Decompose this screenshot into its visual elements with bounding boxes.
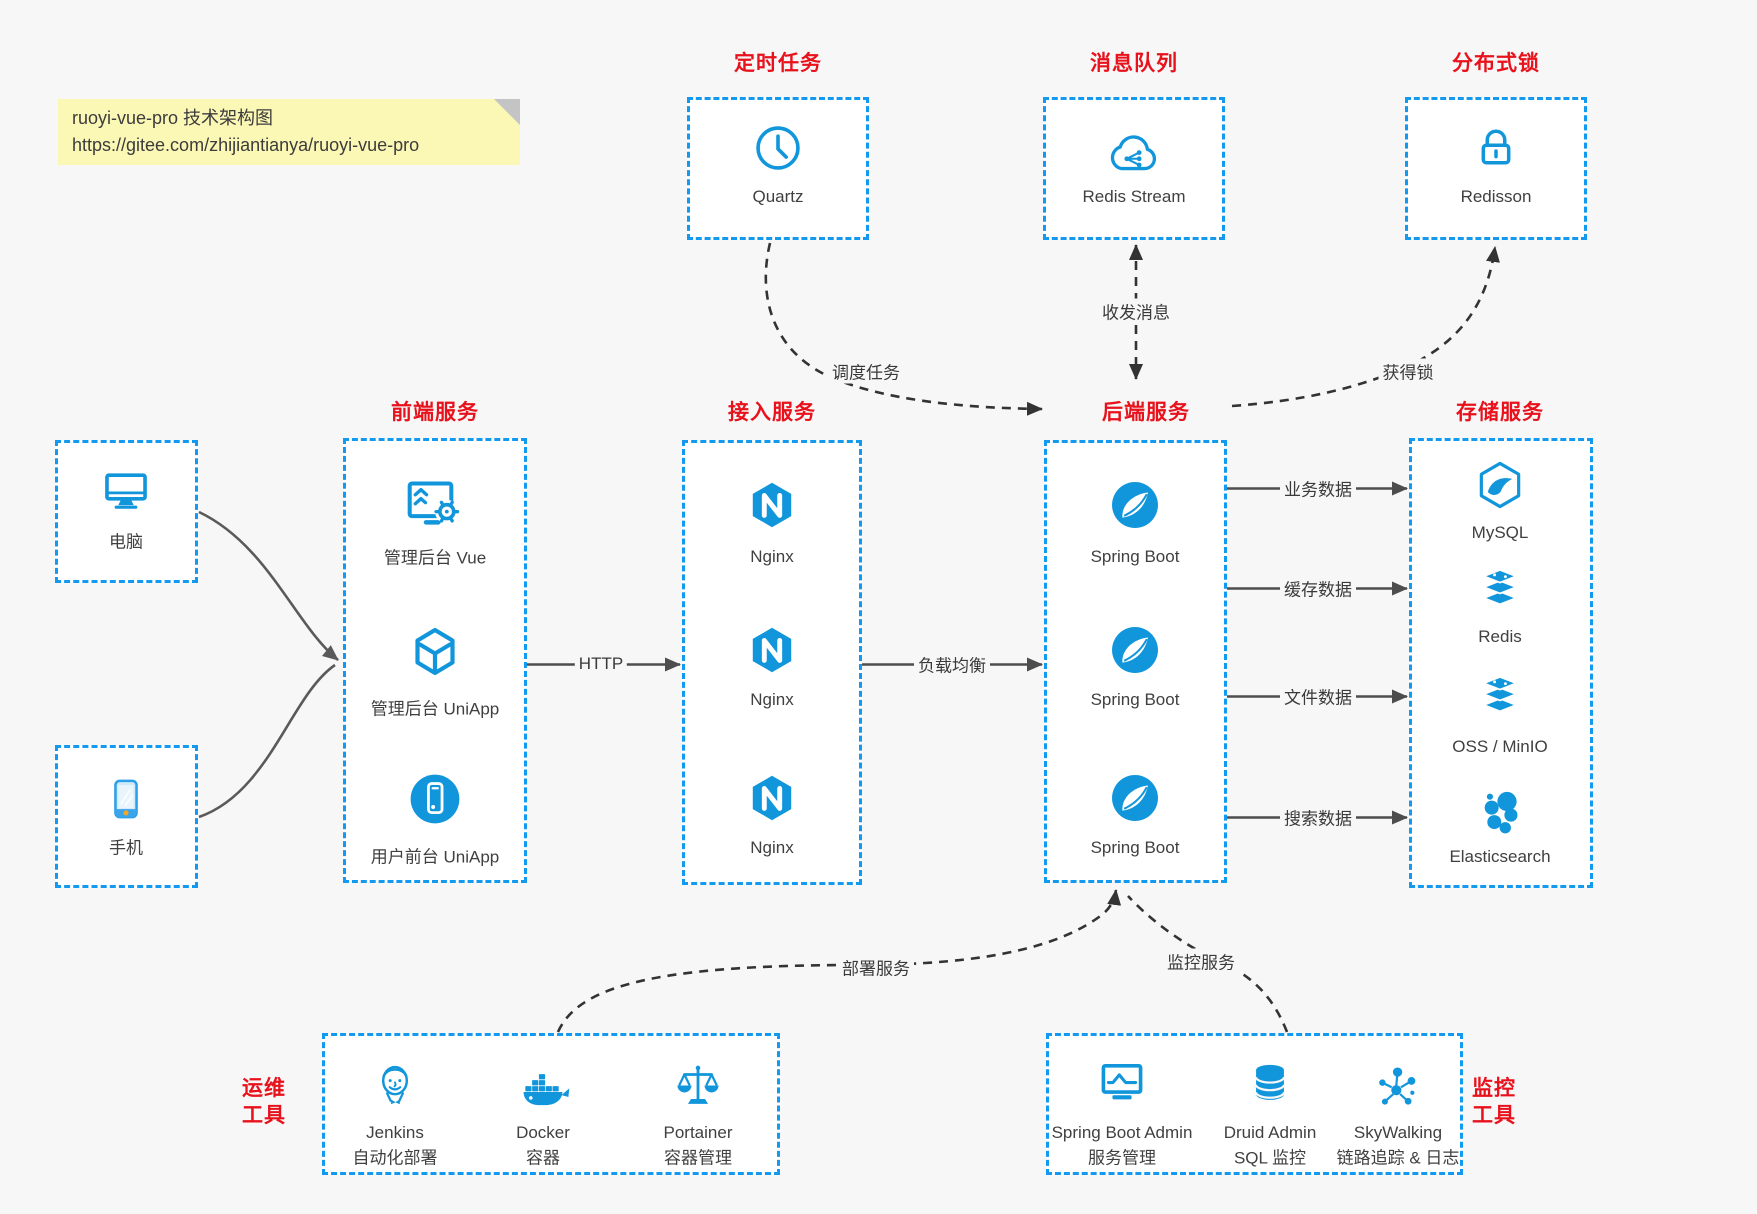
node-label-docker: Docker	[516, 1123, 570, 1142]
uniapp-cube-icon	[403, 620, 467, 684]
cloud-stream-icon	[1101, 123, 1167, 177]
node-sublabel-spring-boot-admin: 服务管理	[1088, 1148, 1156, 1168]
node-label-user-uniapp: 用户前台 UniApp	[370, 847, 500, 867]
node-label-oss-minio: OSS / MinIO	[1452, 737, 1548, 756]
edge-deploy-services	[556, 889, 1122, 1033]
node-sublabel-portainer: 容器管理	[664, 1148, 732, 1168]
group-title-monitor-tools: 监控 工具	[1472, 1077, 1516, 1127]
edge-label-business-data: 业务数据	[1280, 475, 1356, 501]
nginx-icon	[743, 476, 801, 534]
group-box-redisson	[1405, 97, 1587, 240]
edge-label-lock: 获得锁	[1378, 358, 1438, 384]
group-box-storage	[1409, 438, 1593, 888]
node-label-mobile: 手机	[109, 838, 143, 858]
edge-label-schedule: 调度任务	[828, 358, 904, 384]
node-label-pc: 电脑	[109, 532, 143, 552]
edge-schedule-jobs	[764, 242, 1043, 416]
edge-label-messages: 收发消息	[1098, 298, 1174, 324]
node-label-admin-vue: 管理后台 Vue	[383, 548, 487, 568]
note-fold-corner	[494, 99, 520, 125]
node-label-nginx-1: Nginx	[750, 547, 794, 566]
edge-label-http: HTTP	[574, 654, 628, 674]
group-title-scheduled-jobs: 定时任务	[734, 52, 822, 75]
boot-admin-icon	[1093, 1054, 1151, 1112]
node-label-spring-boot-3: Spring Boot	[1090, 838, 1180, 857]
note-line-url: https://gitee.com/zhijiantianya/ruoyi-vu…	[72, 135, 420, 155]
clock-icon	[749, 119, 807, 177]
admin-vue-icon	[399, 470, 471, 542]
sticky-note: ruoyi-vue-pro 技术架构图 https://gitee.com/zh…	[58, 99, 520, 165]
node-label-druid-admin: Druid Admin	[1223, 1123, 1317, 1142]
node-label-redisson: Redisson	[1460, 187, 1532, 206]
nginx-icon	[743, 769, 801, 827]
node-label-spring-boot-admin: Spring Boot Admin	[1051, 1123, 1193, 1142]
node-label-spring-boot-1: Spring Boot	[1090, 547, 1180, 566]
spring-boot-icon	[1105, 620, 1165, 680]
druid-icon	[1243, 1056, 1297, 1110]
lock-icon	[1468, 119, 1524, 175]
node-label-mysql: MySQL	[1471, 523, 1529, 542]
edge-clients-to-frontend	[198, 510, 339, 819]
edge-label-deploy: 部署服务	[838, 954, 914, 980]
smartphone-icon	[99, 772, 153, 826]
edge-acquire-lock	[1231, 246, 1500, 408]
node-label-jenkins: Jenkins	[366, 1123, 424, 1142]
node-label-admin-uniapp: 管理后台 UniApp	[370, 699, 500, 719]
node-sublabel-docker: 容器	[526, 1148, 560, 1168]
group-title-ops-tools: 运维 工具	[242, 1077, 286, 1127]
nginx-icon	[743, 621, 801, 679]
edge-label-search-data: 搜索数据	[1280, 804, 1356, 830]
group-title-backend: 后端服务	[1102, 401, 1190, 424]
group-title-access: 接入服务	[728, 401, 816, 424]
group-title-frontend: 前端服务	[391, 401, 479, 424]
desktop-icon	[97, 463, 155, 521]
portainer-icon	[670, 1057, 726, 1113]
redis-stack-icon	[1471, 559, 1529, 617]
group-title-message-queue: 消息队列	[1090, 52, 1178, 75]
edge-label-monitor: 监控服务	[1163, 948, 1239, 974]
node-label-spring-boot-2: Spring Boot	[1090, 690, 1180, 709]
note-line-title: ruoyi-vue-pro 技术架构图	[72, 108, 274, 128]
redis-stack-icon	[1471, 666, 1529, 724]
skywalking-icon	[1371, 1059, 1425, 1113]
group-box-monitor-tools	[1046, 1033, 1463, 1175]
node-label-redis-stream: Redis Stream	[1082, 187, 1186, 206]
edge-label-cache-data: 缓存数据	[1280, 575, 1356, 601]
node-label-nginx-3: Nginx	[750, 838, 794, 857]
group-title-storage: 存储服务	[1456, 401, 1544, 424]
node-sublabel-druid-admin: SQL 监控	[1233, 1148, 1307, 1168]
node-label-elasticsearch: Elasticsearch	[1449, 847, 1551, 866]
docker-icon	[514, 1058, 572, 1116]
node-sublabel-skywalking: 链路追踪 & 日志	[1336, 1148, 1460, 1168]
group-title-distributed-lock: 分布式锁	[1452, 52, 1540, 75]
elasticsearch-icon	[1472, 784, 1528, 840]
spring-boot-icon	[1105, 768, 1165, 828]
node-label-portainer: Portainer	[663, 1123, 733, 1142]
node-label-skywalking: SkyWalking	[1353, 1123, 1443, 1142]
node-label-nginx-2: Nginx	[750, 690, 794, 709]
group-box-pc	[55, 440, 198, 583]
node-label-redis: Redis	[1478, 627, 1522, 646]
mysql-icon	[1470, 455, 1530, 515]
edge-label-file-data: 文件数据	[1280, 683, 1356, 709]
node-sublabel-jenkins: 自动化部署	[352, 1148, 438, 1168]
spring-boot-icon	[1105, 475, 1165, 535]
node-label-quartz: Quartz	[752, 187, 804, 206]
jenkins-icon	[367, 1057, 423, 1113]
phone-circle-icon	[405, 769, 465, 829]
edge-label-load-balance: 负载均衡	[914, 651, 990, 677]
